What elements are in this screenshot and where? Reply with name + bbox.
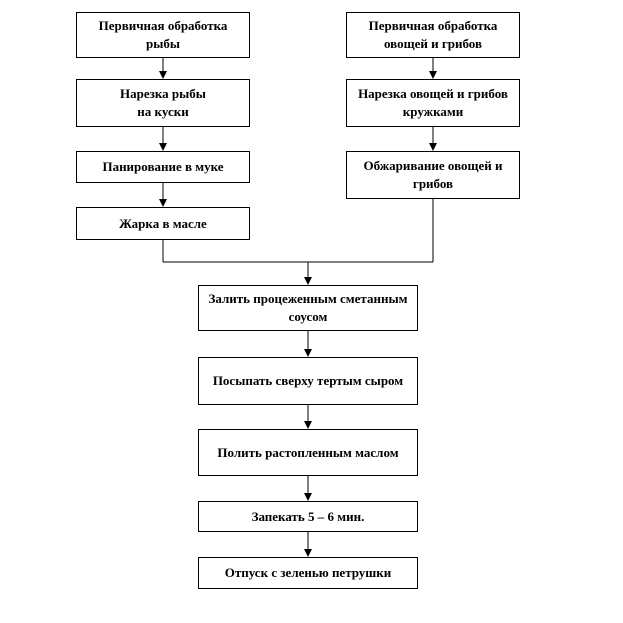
step-veg-primary-label: Первичная обработка овощей и грибов (368, 18, 498, 51)
step-fish-primary-label: Первичная обработка рыбы (98, 18, 228, 51)
step-serve-label: Отпуск с зеленью петрушки (224, 565, 392, 581)
step-bake: Запекать 5 – 6 мин. (198, 501, 418, 532)
step-pour-sauce-label: Залить процеженным сметанным соусом (208, 291, 408, 324)
step-pour-butter: Полить растопленным маслом (198, 429, 418, 476)
step-veg-cutting: Нарезка овощей и грибов кружками (346, 79, 520, 127)
step-veg-frying-label: Обжаривание овощей и грибов (363, 158, 503, 191)
step-fish-cutting-label-line2: на куски (137, 104, 189, 119)
step-fish-cutting-label-line1: Нарезка рыбы (120, 86, 206, 102)
step-pour-butter-label: Полить растопленным маслом (217, 444, 399, 460)
step-frying-label: Жарка в масле (119, 215, 207, 231)
step-veg-cutting-label: Нарезка овощей и грибов кружками (358, 86, 508, 119)
step-bake-label: Запекать 5 – 6 мин. (251, 508, 365, 524)
step-serve: Отпуск с зеленью петрушки (198, 557, 418, 589)
step-fish-primary-processing: Первичная обработка рыбы (76, 12, 250, 58)
step-sprinkle-cheese: Посыпать сверху тертым сыром (198, 357, 418, 405)
step-veg-frying: Обжаривание овощей и грибов (346, 151, 520, 199)
step-veg-primary-processing: Первичная обработка овощей и грибов (346, 12, 520, 58)
step-frying: Жарка в масле (76, 207, 250, 240)
step-fish-cutting: Нарезка рыбы на куски (76, 79, 250, 127)
step-breading-label: Панирование в муке (102, 159, 224, 175)
step-breading: Панирование в муке (76, 151, 250, 183)
step-pour-sauce: Залить процеженным сметанным соусом (198, 285, 418, 331)
step-sprinkle-cheese-label: Посыпать сверху тертым сыром (212, 373, 404, 389)
